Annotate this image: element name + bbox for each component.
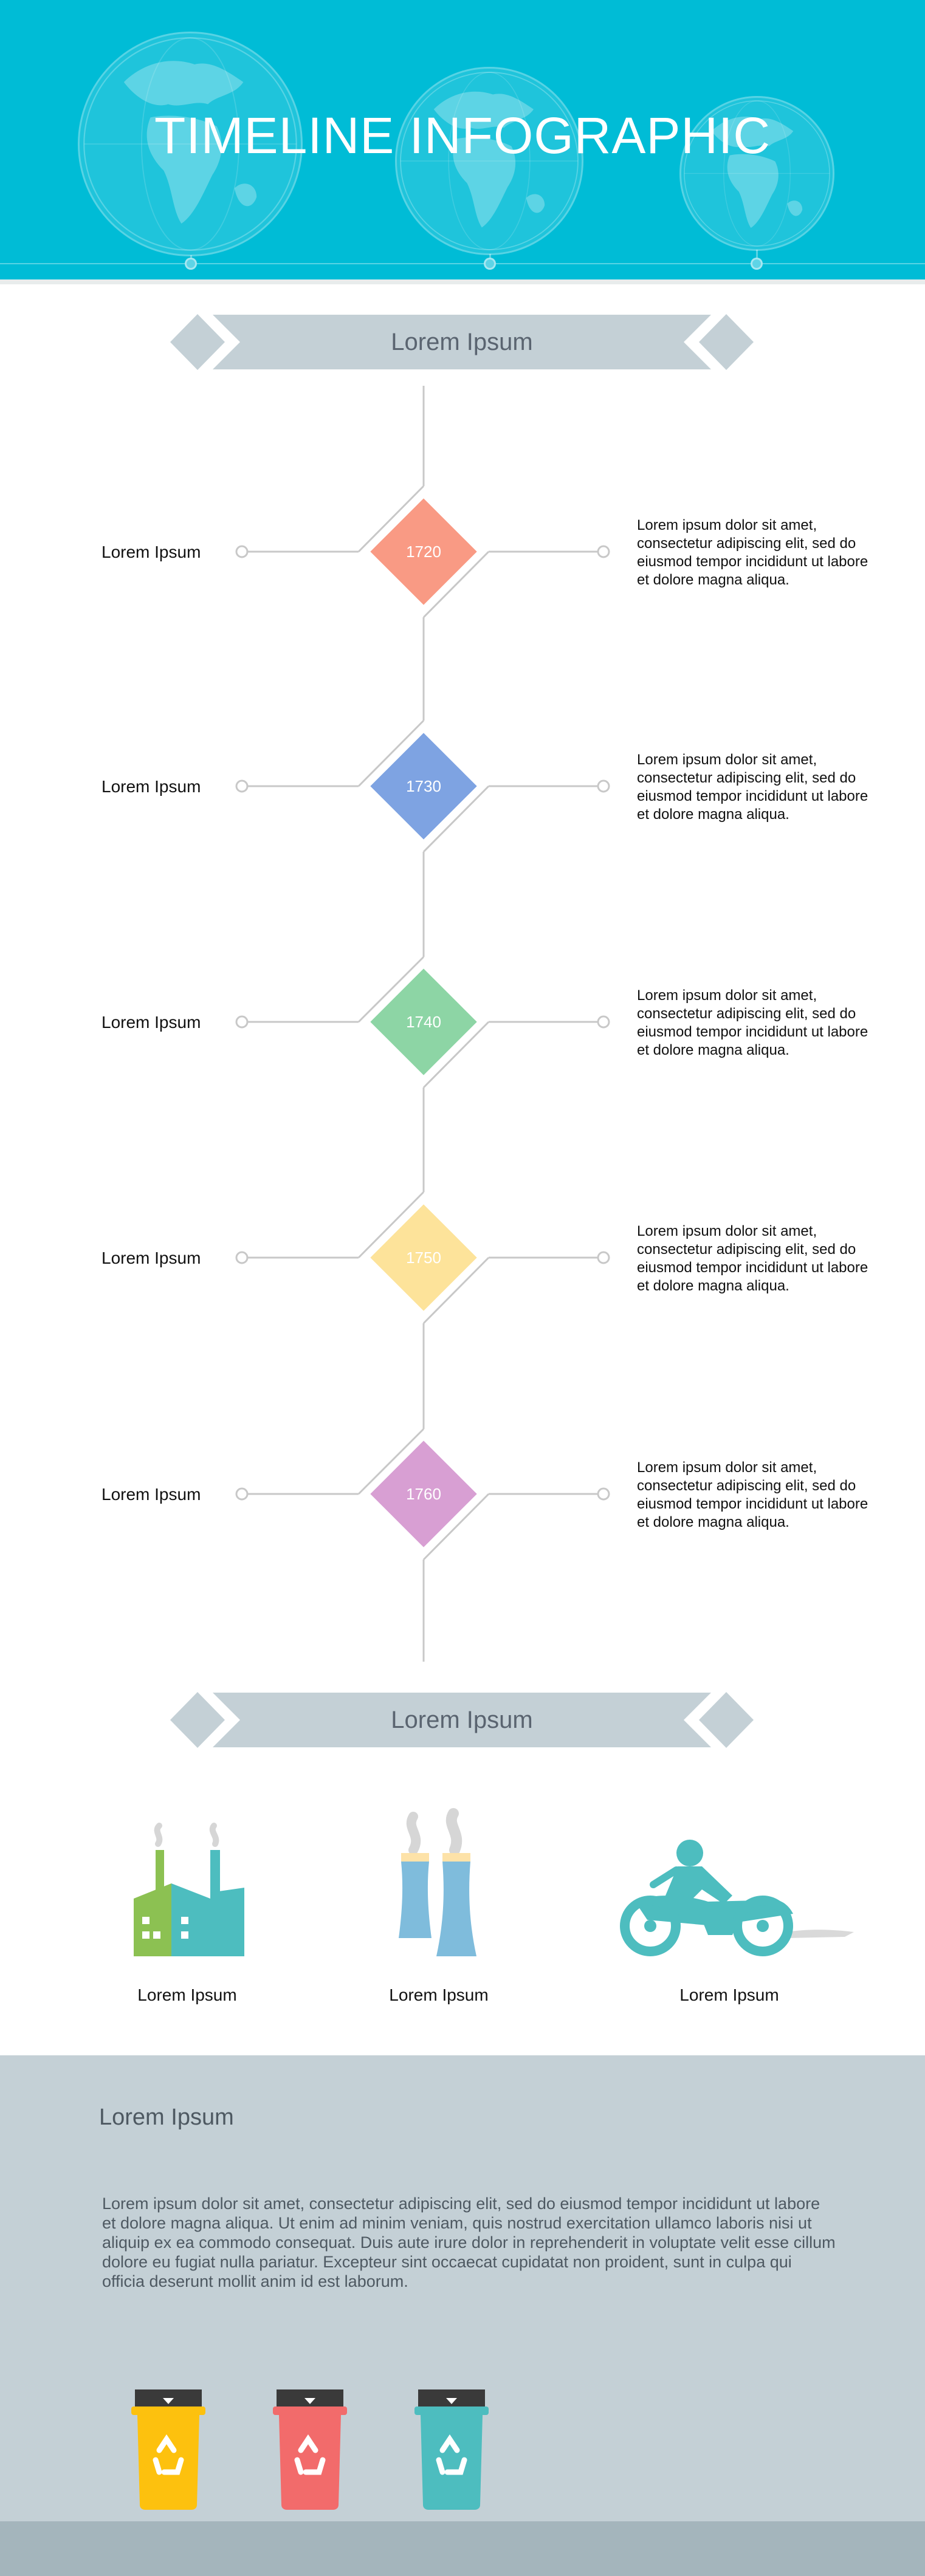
timeline-year: 1720 <box>406 543 441 561</box>
recycle-bin-icon <box>412 2383 491 2511</box>
timeline-left-label: Lorem Ipsum <box>101 1013 201 1032</box>
timeline-connectors <box>235 386 610 1662</box>
globe-stem <box>756 250 758 263</box>
timeline-description: Lorem ipsum dolor sit amet, consectetur … <box>637 1459 868 1530</box>
header-strip <box>0 279 925 284</box>
globe-icon <box>78 32 303 256</box>
timeline-dot <box>751 258 763 270</box>
globe-icon <box>679 96 834 251</box>
timeline-left-label: Lorem Ipsum <box>101 1249 201 1267</box>
timeline-left-label: Lorem Ipsum <box>101 1485 201 1504</box>
bottom-section: Lorem Ipsum Lorem ipsum dolor sit amet, … <box>0 2055 925 2576</box>
timeline-dot <box>484 258 496 270</box>
timeline-dot <box>185 258 197 270</box>
section-banner: Lorem Ipsum <box>170 1690 754 1750</box>
header: TIMELINE INFOGRAPHIC <box>0 0 925 284</box>
recycle-bin-icon <box>270 2383 349 2511</box>
body-text: Lorem ipsum dolor sit amet, consectetur … <box>102 2194 836 2290</box>
timeline-left-label: Lorem Ipsum <box>101 777 201 796</box>
globe-icon <box>395 67 583 255</box>
factory-icon <box>129 1820 250 1959</box>
icon-label: Lorem Ipsum <box>389 1985 489 2004</box>
timeline-year: 1730 <box>406 777 441 795</box>
cooling-tower-icon <box>395 1807 486 1959</box>
recycle-bin-icon <box>129 2383 208 2511</box>
icon-label: Lorem Ipsum <box>137 1985 237 2004</box>
timeline-left-label: Lorem Ipsum <box>101 543 201 561</box>
motorcycle-icon <box>611 1829 854 1959</box>
page-title: TIMELINE INFOGRAPHIC <box>154 107 771 164</box>
icon-label: Lorem Ipsum <box>679 1985 779 2004</box>
banner-label: Lorem Ipsum <box>391 329 533 355</box>
banner-label: Lorem Ipsum <box>391 1707 533 1733</box>
timeline-year: 1740 <box>406 1013 441 1031</box>
timeline-description: Lorem ipsum dolor sit amet, consectetur … <box>637 1223 868 1294</box>
timeline-year: 1760 <box>406 1485 441 1503</box>
timeline-year: 1750 <box>406 1249 441 1267</box>
footer-bar <box>0 2521 925 2576</box>
timeline-description: Lorem ipsum dolor sit amet, consectetur … <box>637 987 868 1058</box>
timeline-description: Lorem ipsum dolor sit amet, consectetur … <box>637 517 868 588</box>
section-banner: Lorem Ipsum <box>170 312 754 372</box>
header-baseline <box>0 263 925 264</box>
timeline-description: Lorem ipsum dolor sit amet, consectetur … <box>637 752 868 823</box>
section-title: Lorem Ipsum <box>99 2105 234 2130</box>
